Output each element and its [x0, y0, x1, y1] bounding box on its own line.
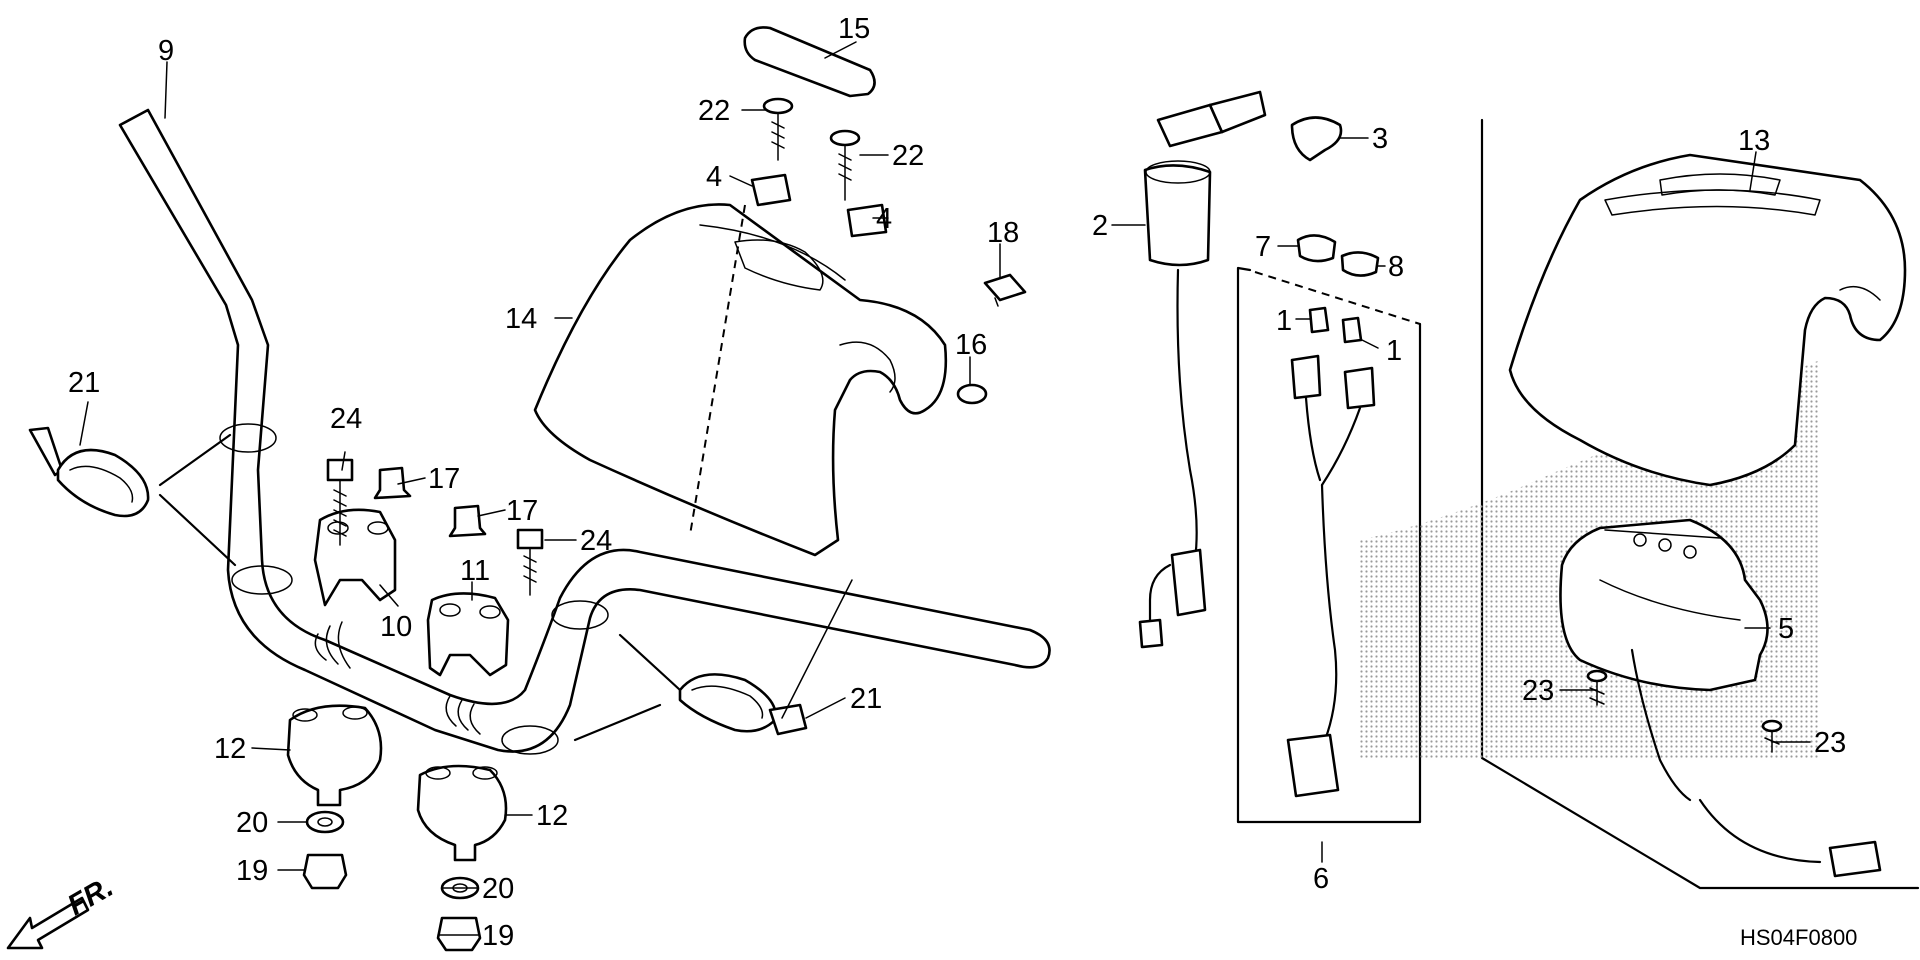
- screw-part-23b: [1764, 729, 1780, 753]
- callout-20a: 20: [236, 807, 268, 839]
- clip-part-18: [983, 273, 1027, 302]
- upper-holder-part-10: [313, 508, 397, 607]
- callout-5: 5: [1778, 613, 1794, 645]
- clamp-ring-mid: [231, 565, 293, 595]
- bulb-part-1a: [1308, 306, 1330, 334]
- callout-22b: 22: [892, 140, 924, 172]
- diagram-code: HS04F0800: [1740, 925, 1857, 950]
- handle-cover-part: [533, 203, 948, 557]
- grommet-part-4a: [750, 173, 792, 207]
- callout-21a: 21: [68, 367, 100, 399]
- screw-part-23a: [1589, 679, 1605, 706]
- upper-holder-part-11: [426, 592, 510, 677]
- handlebar-part: [118, 108, 1051, 753]
- callout-12a: 12: [214, 733, 246, 765]
- collar-part-17a: [373, 466, 412, 500]
- callout-23a: 23: [1522, 675, 1554, 707]
- pad-part: [743, 26, 876, 98]
- callout-13: 13: [1738, 125, 1770, 157]
- bulb-part-1b: [1341, 316, 1363, 344]
- lower-holder-part-12b: [416, 764, 508, 862]
- band-part-right: [678, 673, 808, 736]
- collar-part-17b: [448, 504, 487, 538]
- screw-part-22b: [829, 129, 861, 201]
- callout-6: 6: [1313, 863, 1329, 895]
- ignition-switch-part: [1138, 90, 1267, 649]
- callout-19a: 19: [236, 855, 268, 887]
- clamp-ring-upper: [219, 423, 277, 453]
- clamp-ring-lower: [501, 725, 559, 755]
- cap-part-3: [1290, 116, 1343, 162]
- nut-part-16: [956, 383, 988, 405]
- meter-part: [1559, 518, 1882, 878]
- callout-3: 3: [1372, 123, 1388, 155]
- callout-21b: 21: [850, 683, 882, 715]
- callout-14: 14: [505, 303, 537, 335]
- callout-10: 10: [380, 611, 412, 643]
- clamp-ring-right: [551, 600, 609, 630]
- callout-12b: 12: [536, 800, 568, 832]
- callout-24a: 24: [330, 403, 362, 435]
- callout-20b: 20: [482, 873, 514, 905]
- washer-part-20a: [305, 810, 345, 834]
- callout-9: 9: [158, 35, 174, 67]
- leader-lines: [79, 41, 1811, 936]
- front-arrow-icon: [6, 896, 90, 950]
- grommet-part-4b: [846, 203, 888, 238]
- band-part-left: [28, 426, 150, 518]
- callout-24b: 24: [580, 525, 612, 557]
- lower-holder-part-12a: [286, 704, 383, 807]
- callout-1b: 1: [1386, 335, 1402, 367]
- callout-16: 16: [955, 329, 987, 361]
- bolt-part-24b: [516, 528, 544, 596]
- callout-2: 2: [1092, 210, 1108, 242]
- meter-cover-part: [1508, 153, 1907, 487]
- callout-11: 11: [460, 555, 490, 587]
- callout-8: 8: [1388, 251, 1404, 283]
- cap-part-7: [1296, 234, 1337, 263]
- callout-22a: 22: [698, 95, 730, 127]
- callout-1a: 1: [1276, 305, 1292, 337]
- nut-part-19a: [302, 853, 348, 890]
- callout-4a: 4: [706, 161, 722, 193]
- nut-part-19b: [436, 916, 482, 952]
- socket-wire-part: [1286, 306, 1376, 798]
- callout-23b: 23: [1814, 727, 1846, 759]
- screw-part-22a: [762, 97, 794, 161]
- callout-7: 7: [1255, 231, 1271, 263]
- callout-15: 15: [838, 13, 870, 45]
- callout-17a: 17: [428, 463, 460, 495]
- callout-19b: 19: [482, 920, 514, 952]
- meter-frame-line: [1480, 118, 1920, 890]
- callout-18: 18: [987, 217, 1019, 249]
- callout-4b: 4: [876, 203, 892, 235]
- bolt-part-24a: [326, 458, 354, 546]
- cap-part-8: [1340, 251, 1380, 277]
- callout-17b: 17: [506, 495, 538, 527]
